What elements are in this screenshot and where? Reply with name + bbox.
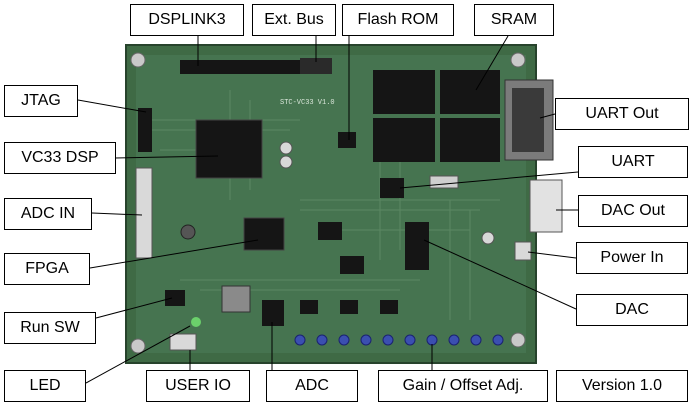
label-adc: ADC [266,370,358,402]
silkscreen-title: STC-VC33 V1.0 [280,99,335,107]
label-gain-offset: Gain / Offset Adj. [378,370,548,402]
label-sram: SRAM [474,4,554,36]
label-fpga: FPGA [4,253,90,285]
label-run-sw: Run SW [4,312,96,344]
label-power-in: Power In [576,242,688,274]
label-uart-out: UART Out [555,98,689,130]
label-dac: DAC [576,294,688,326]
label-flash-rom: Flash ROM [342,4,454,36]
label-ext-bus: Ext. Bus [252,4,336,36]
label-led: LED [4,370,86,402]
label-user-io: USER IO [146,370,250,402]
label-uart: UART [578,146,688,178]
label-vc33-dsp: VC33 DSP [4,142,116,174]
leader-lines [77,35,579,384]
label-adc-in: ADC IN [4,198,92,230]
label-dac-out: DAC Out [578,195,688,227]
label-jtag: JTAG [4,85,78,117]
label-version: Version 1.0 [556,370,688,402]
label-dsplink3: DSPLINK3 [130,4,244,36]
pcb-board: STC-VC33 V1.0 [125,44,563,364]
